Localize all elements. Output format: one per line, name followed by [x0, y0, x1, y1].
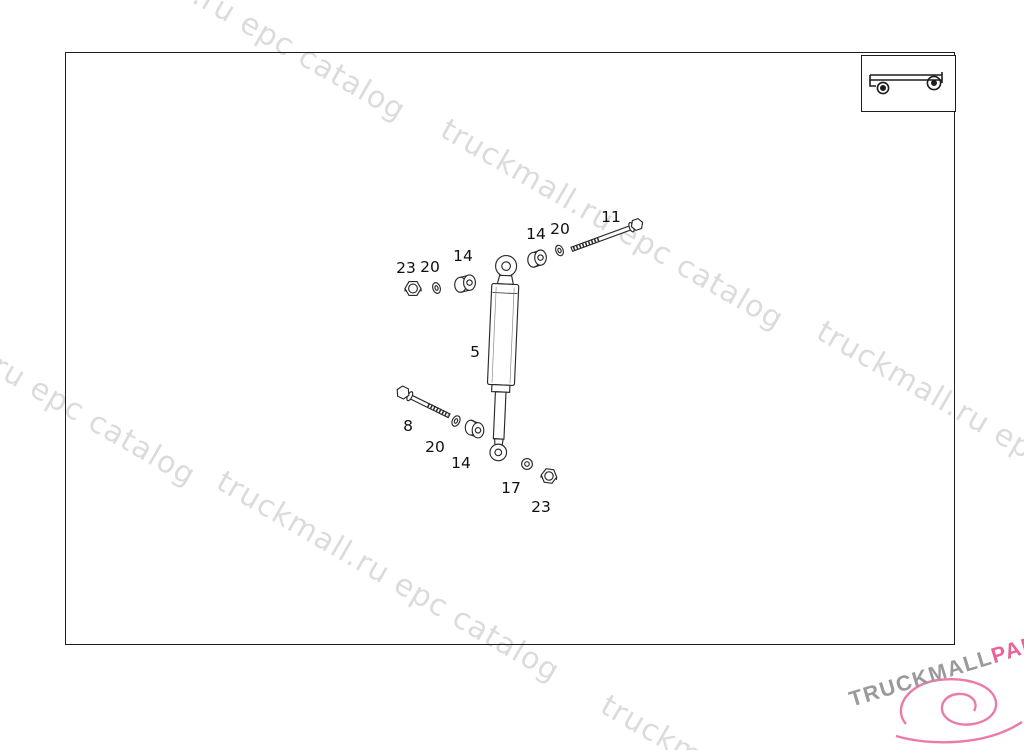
- washer-17: [522, 459, 533, 470]
- part-label-17: 17: [501, 479, 521, 497]
- bolt-lower: [397, 386, 450, 418]
- nut-bottom: [540, 468, 557, 484]
- part-label-11: 11: [601, 208, 621, 226]
- nut-top: [405, 282, 421, 296]
- truck-chassis-icon: [869, 72, 943, 95]
- bushing-top: [455, 275, 476, 292]
- part-label-20-top: 20: [420, 258, 440, 276]
- washer-top: [431, 282, 441, 295]
- part-label-20-upper-right: 20: [550, 220, 570, 238]
- logo-swirl-icon: [895, 678, 1023, 744]
- part-label-23-bottom: 23: [531, 498, 551, 516]
- shock-absorber: [484, 255, 520, 461]
- diagram-frame: [65, 52, 955, 645]
- washer-lower: [450, 414, 461, 427]
- bushing-upper-right: [528, 250, 547, 267]
- part-label-14-lower: 14: [451, 454, 471, 472]
- bushing-lower: [465, 420, 484, 438]
- part-label-8: 8: [403, 417, 413, 435]
- part-label-20-lower: 20: [425, 438, 445, 456]
- chassis-thumbnail-box[interactable]: [861, 55, 956, 112]
- part-label-23-top: 23: [396, 259, 416, 277]
- part-label-14-top: 14: [453, 247, 473, 265]
- washer-upper-right: [554, 244, 564, 257]
- part-label-5: 5: [470, 343, 480, 361]
- part-label-14-upper-right: 14: [526, 225, 546, 243]
- bolt-upper: [571, 219, 643, 252]
